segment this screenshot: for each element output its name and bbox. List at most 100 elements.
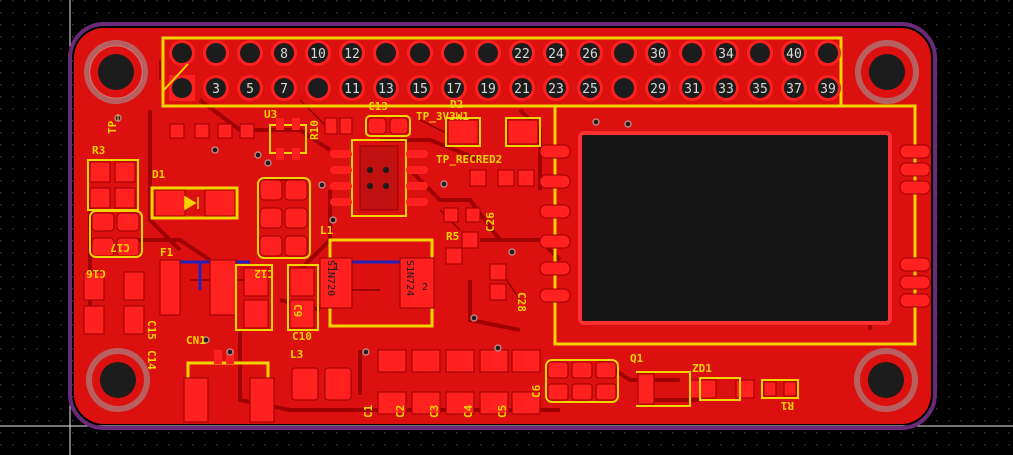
mounting-hole-bottom-left xyxy=(86,348,150,412)
header-pin-number: 34 xyxy=(718,47,734,62)
header-pin: 22 xyxy=(509,40,535,66)
header-pin-number: 13 xyxy=(378,82,394,97)
label-c17: C17 xyxy=(110,241,130,254)
display-module-outline xyxy=(553,104,917,346)
header-pin xyxy=(611,40,637,66)
header-pin-number: 22 xyxy=(514,47,530,62)
label-c9: C9 xyxy=(291,304,304,317)
vias xyxy=(114,114,632,356)
header-pin: 11 xyxy=(339,75,365,101)
header-pin-number: 23 xyxy=(548,82,564,97)
label-c5: C5 xyxy=(496,405,509,418)
label-r5: R5 xyxy=(446,230,459,243)
header-pin-number: 40 xyxy=(786,47,802,62)
mounting-hole-bottom-right xyxy=(854,348,918,412)
header-pin-number: 10 xyxy=(310,47,326,62)
header-pin-number: 33 xyxy=(718,82,734,97)
header-pin: 12 xyxy=(339,40,365,66)
header-pin-number: 25 xyxy=(582,82,598,97)
header-pin-number: 39 xyxy=(820,82,836,97)
diode-d1-footprint xyxy=(150,186,239,220)
header-pin: 37 xyxy=(781,75,807,101)
label-c10: C10 xyxy=(292,330,312,343)
silkscreen-outlines xyxy=(87,63,799,407)
header-pin-number: 12 xyxy=(344,47,360,62)
header-pin-number: 37 xyxy=(786,82,802,97)
header-pin: 7 xyxy=(271,75,297,101)
header-pin xyxy=(169,40,195,66)
label-diode-right-part: S1N724 xyxy=(404,260,415,296)
header-pin: 3 xyxy=(203,75,229,101)
header-pin: 26 xyxy=(577,40,603,66)
label-zd1: ZD1 xyxy=(692,362,712,375)
header-pin: 40 xyxy=(781,40,807,66)
header-pin: 31 xyxy=(679,75,705,101)
header-pin xyxy=(815,40,841,66)
ic-u-center-footprint xyxy=(330,139,428,217)
label-l3: L3 xyxy=(290,348,303,361)
header-pin-number: 8 xyxy=(280,47,288,62)
label-diode-left-pin: 1 xyxy=(333,262,339,273)
label-l1: L1 xyxy=(320,224,334,237)
header-pin: 5 xyxy=(237,75,263,101)
label-r3: R3 xyxy=(92,144,105,157)
label-cn1: CN1 xyxy=(186,334,206,347)
label-tp-left: TP_ xyxy=(106,114,119,134)
header-pin xyxy=(237,40,263,66)
label-q1: Q1 xyxy=(630,352,644,365)
header-pin: 17 xyxy=(441,75,467,101)
label-r1: R1 xyxy=(780,399,794,412)
header-pin: 8 xyxy=(271,40,297,66)
header-pin-number: 26 xyxy=(582,47,598,62)
header-pin: 10 xyxy=(305,40,331,66)
header-pin-number: 15 xyxy=(412,82,428,97)
header-pin: 29 xyxy=(645,75,671,101)
label-c12: C12 xyxy=(254,267,274,280)
header-pin-number: 11 xyxy=(344,82,360,97)
header-pin-number: 7 xyxy=(280,82,288,97)
display-side-pads xyxy=(539,144,931,308)
header-pin-number: 35 xyxy=(752,82,768,97)
label-r10: R10 xyxy=(308,120,321,140)
label-f1: F1 xyxy=(160,246,174,259)
header-pin-number: 17 xyxy=(446,82,462,97)
label-d2: D2 xyxy=(450,98,463,111)
header-pin: 15 xyxy=(407,75,433,101)
passive-component-pads xyxy=(83,117,797,415)
label-c28: C28 xyxy=(515,292,528,312)
header-pin: 21 xyxy=(509,75,535,101)
header-pin-number: 5 xyxy=(246,82,254,97)
label-c15: C15 xyxy=(145,320,158,340)
mounting-hole-top-left xyxy=(84,40,148,104)
label-c3: C3 xyxy=(428,405,441,418)
label-c2: C2 xyxy=(394,405,407,418)
header-pin xyxy=(475,40,501,66)
header-pin: 25 xyxy=(577,75,603,101)
header-pin-number: 30 xyxy=(650,47,666,62)
label-d1: D1 xyxy=(152,168,166,181)
silkscreen-text: TP_ R3 D1 F1 CN1 U3 R10 C13 TP_3V3W1 D2 … xyxy=(86,98,794,418)
label-c13: C13 xyxy=(368,100,388,113)
header-pin xyxy=(373,40,399,66)
label-tp-recred2: TP_RECRED2 xyxy=(436,153,502,166)
header-pin: 24 xyxy=(543,40,569,66)
inductor-l1-footprint xyxy=(319,238,435,328)
header-pin: 30 xyxy=(645,40,671,66)
label-u3: U3 xyxy=(264,108,277,121)
board-edge-outline xyxy=(68,22,937,430)
header-pin-number: 3 xyxy=(212,82,220,97)
header-pin xyxy=(305,75,331,101)
header-pin-number: 24 xyxy=(548,47,564,62)
gpio-header-outline xyxy=(161,36,843,108)
label-c6: C6 xyxy=(530,384,543,398)
header-pin: 33 xyxy=(713,75,739,101)
header-pin: 39 xyxy=(815,75,841,101)
header-pin: 13 xyxy=(373,75,399,101)
label-c26: C26 xyxy=(484,212,497,232)
mounting-hole-top-right xyxy=(855,40,919,104)
header-pin xyxy=(679,40,705,66)
header-pin xyxy=(747,40,773,66)
label-diode-right-pin: 2 xyxy=(422,282,428,293)
